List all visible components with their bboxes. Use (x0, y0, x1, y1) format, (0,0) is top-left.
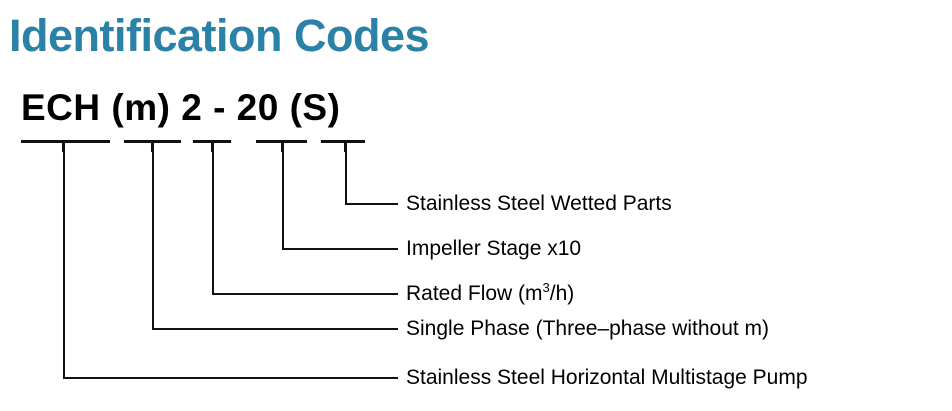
code-example-text: ECH (m) 2 - 20 (S) (21, 87, 341, 128)
callout-rated-flow-prefix: Rated Flow (m (406, 282, 543, 305)
callout-label-stainless-wetted-parts: Stainless Steel Wetted Parts (406, 192, 672, 215)
tick-stem-20 (281, 140, 284, 152)
page-title: Identification Codes (9, 10, 430, 61)
tick-stem-m (151, 140, 154, 152)
leader-vertical-ech (63, 150, 65, 378)
leader-horizontal-s (345, 203, 398, 205)
leader-vertical-s (345, 150, 347, 204)
callout-label-rated-flow: Rated Flow (m3/h) (406, 280, 575, 305)
leader-horizontal-m (152, 328, 398, 330)
tick-stem-2 (211, 140, 214, 152)
underline-bar-ech (21, 140, 110, 143)
callout-label-multistage-pump: Stainless Steel Horizontal Multistage Pu… (406, 366, 808, 389)
leader-vertical-m (152, 150, 154, 329)
callout-rated-flow-suffix: /h) (549, 282, 575, 305)
leader-horizontal-ech (63, 377, 398, 379)
tick-stem-ech (62, 140, 65, 152)
underline-bar-s (321, 140, 365, 143)
tick-stem-s (344, 140, 347, 152)
leader-horizontal-2 (212, 293, 398, 295)
callout-rated-flow-superscript: 3 (542, 280, 550, 295)
callout-label-impeller-stage: Impeller Stage x10 (406, 237, 582, 260)
leader-vertical-20 (282, 150, 284, 249)
leader-horizontal-20 (282, 248, 398, 250)
leader-vertical-2 (212, 150, 214, 294)
callout-label-single-phase: Single Phase (Three–phase without m) (406, 317, 770, 340)
